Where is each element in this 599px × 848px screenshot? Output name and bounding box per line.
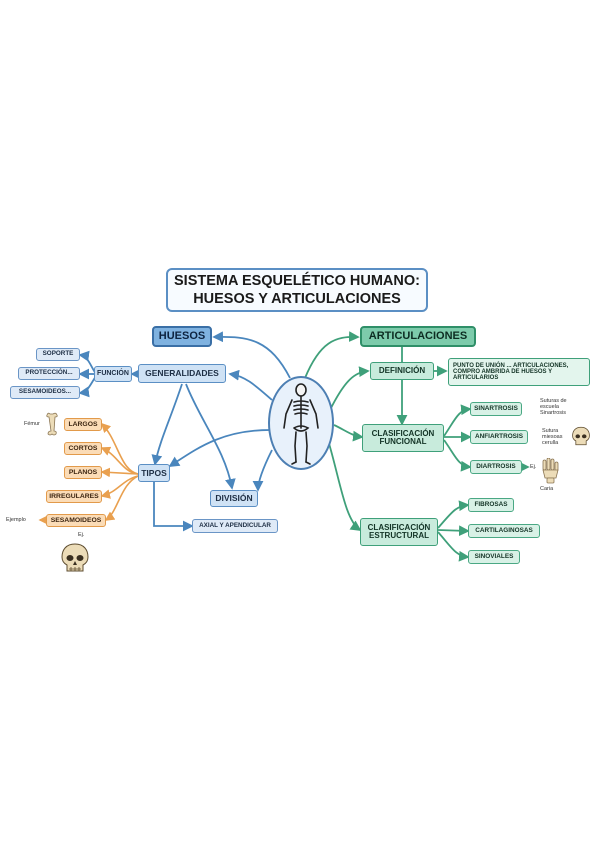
caria-label: Caria xyxy=(540,486,554,492)
femur-icon xyxy=(46,412,58,436)
funcion-item-sesamoideos: SESAMOIDEOS... xyxy=(10,386,80,399)
skull-icon xyxy=(61,543,89,572)
tipo-sesamoideos: SESAMOIDEOS xyxy=(46,514,106,527)
definicion-node: DEFINICIÓN xyxy=(370,362,434,380)
clasificacion-estructural-node: CLASIFICACIÓN ESTRUCTURAL xyxy=(360,518,438,546)
ejemplo-label: Ejemplo xyxy=(6,517,26,523)
clasificacion-estructural-line-1: CLASIFICACIÓN xyxy=(367,522,431,532)
definicion-text: PUNTO DE UNIÓN ... ARTICULACIONES, COMPR… xyxy=(448,358,590,386)
sinartrosis-note-line-2: escuela xyxy=(540,404,559,411)
funcion-item-soporte: SOPORTE xyxy=(36,348,80,361)
funcional-anfiartrosis: ANFIARTROSIS xyxy=(470,430,528,444)
center-skeleton-node xyxy=(268,376,334,470)
page-title: SISTEMA ESQUELÉTICO HUMANO: HUESOS Y ART… xyxy=(166,268,428,312)
estructural-cartilaginosas: CARTILAGINOSAS xyxy=(468,524,540,538)
hand-bones-icon xyxy=(542,458,559,484)
generalidades-node: GENERALIDADES xyxy=(138,364,226,383)
clasificacion-funcional-node: CLASIFICACIÓN FUNCIONAL xyxy=(362,424,444,452)
tipo-irregulares: IRREGULARES xyxy=(46,490,102,503)
funcional-diartrosis: DIARTROSIS xyxy=(470,460,522,474)
clasificacion-funcional-line-2: FUNCIONAL xyxy=(379,437,427,446)
estructural-fibrosas: FIBROSAS xyxy=(468,498,514,512)
anfiartrosis-note: Sutura miesoas cerulla xyxy=(542,428,562,446)
skull-icon xyxy=(572,426,590,446)
clasificacion-estructural-line-2: ESTRUCTURAL xyxy=(369,531,429,540)
title-line-2: HUESOS Y ARTICULACIONES xyxy=(193,291,401,307)
anfiartrosis-note-line-3: cerulla xyxy=(542,440,559,447)
axial-apendicular-node: AXIAL Y APENDICULAR xyxy=(192,519,278,533)
anfiartrosis-note-line-2: miesoas xyxy=(542,434,563,441)
funcion-item-proteccion: PROTECCIÓN... xyxy=(18,367,80,380)
skeleton-icon xyxy=(283,383,319,465)
tipo-planos: PLANOS xyxy=(64,466,102,479)
skull-small-label: Ej. xyxy=(78,532,85,538)
funcional-sinartrosis: SINARTROSIS xyxy=(470,402,522,416)
clasificacion-funcional-line-1: CLASIFICACIÓN xyxy=(371,428,435,438)
articulaciones-node: ARTICULACIONES xyxy=(360,326,476,347)
sinartrosis-note-line-1: Suturas de xyxy=(540,398,567,404)
huesos-node: HUESOS xyxy=(152,326,212,347)
ej-label: Ej. xyxy=(530,464,537,470)
division-node: DIVISIÓN xyxy=(210,490,258,507)
femur-label: Fémur xyxy=(24,421,40,427)
funcion-node: FUNCIÓN xyxy=(94,366,132,382)
tipos-node: TIPOS xyxy=(138,464,170,482)
title-line-1: SISTEMA ESQUELÉTICO HUMANO: xyxy=(174,272,420,289)
tipo-largos: LARGOS xyxy=(64,418,102,431)
sinartrosis-note: Suturas de escuela Sinartrosis xyxy=(540,398,567,416)
sinartrosis-note-line-3: Sinartrosis xyxy=(540,410,566,417)
anfiartrosis-note-line-1: Sutura xyxy=(542,428,559,434)
tipo-cortos: CORTOS xyxy=(64,442,102,455)
estructural-sinoviales: SINOVIALES xyxy=(468,550,520,564)
